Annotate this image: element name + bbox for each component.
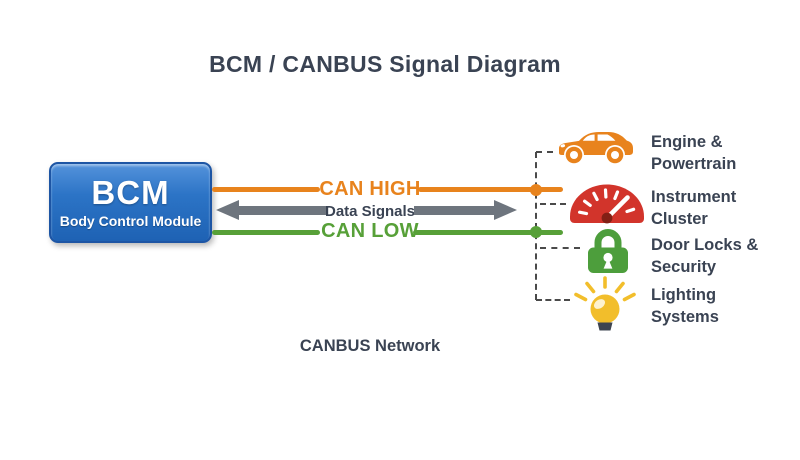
bcm-abbreviation: BCM [91,174,170,211]
bcm-module-box: BCM Body Control Module [49,162,212,243]
can-low-node-dot [530,226,542,238]
door-locks-security-label: Door Locks & Security [651,236,759,276]
bcm-full-name: Body Control Module [59,213,202,229]
engine-powertrain-label: Engine & Powertrain [651,133,737,173]
diagram-title: BCM / CANBUS Signal Diagram [209,51,561,77]
can-low-label: CAN LOW [321,220,419,242]
gauge-icon [570,184,644,224]
lighting-systems-label: Lighting Systems [651,286,719,326]
branch-to-locks [540,247,580,249]
instrument-cluster-label: Instrument Cluster [651,188,737,228]
can-high-line-right [418,187,563,192]
branch-to-engine [536,151,553,153]
branch-to-lighting [536,299,570,301]
canbus-network-label: CANBUS Network [299,337,441,355]
branch-to-cluster [540,203,566,205]
lightbulb-icon [574,276,636,331]
data-arrow-bar-right [414,206,495,215]
can-low-line-left [212,230,320,235]
data-arrow-right-head-icon [494,200,517,220]
can-high-label: CAN HIGH [319,178,421,200]
data-arrow-left-head-icon [216,200,239,220]
can-high-line-left [212,187,320,192]
can-low-line-right [413,230,563,235]
can-high-node-dot [530,184,542,196]
car-icon [559,132,633,165]
data-arrow-bar-left [238,206,326,215]
data-signals-label: Data Signals [324,203,416,220]
padlock-icon [588,229,628,273]
